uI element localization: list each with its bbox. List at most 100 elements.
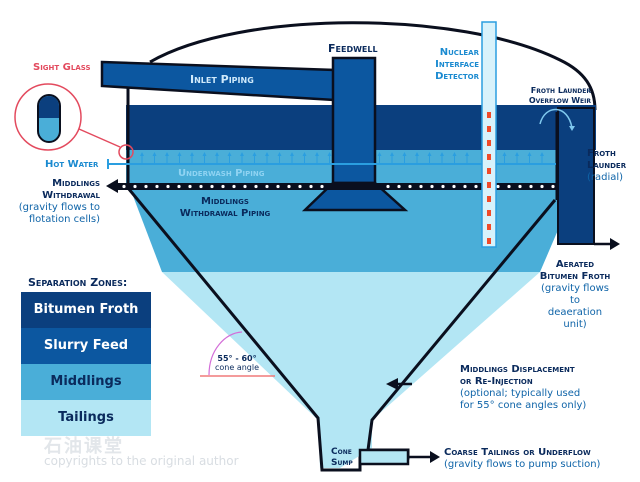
withdrawal-dot xyxy=(166,184,170,189)
detector-source-dot xyxy=(487,140,491,146)
underwash-arrowhead-icon xyxy=(415,152,419,156)
underwash-arrowhead-icon xyxy=(327,152,332,156)
zone-tailings xyxy=(162,272,540,468)
withdrawal-dot xyxy=(221,184,225,189)
detector-dots xyxy=(487,112,491,244)
underwash-arrowhead-icon xyxy=(402,152,407,156)
withdrawal-dots xyxy=(122,184,555,189)
underwash-arrowhead-icon xyxy=(527,152,532,156)
cone-angle-line-1: 55° - 60° xyxy=(217,354,257,363)
withdrawal-dot xyxy=(441,184,445,189)
withdrawal-dot xyxy=(386,184,390,189)
feedwell-label: Feedwell xyxy=(328,42,378,55)
coarse-tailings-label: Coarse Tailings or Underflow (gravity fl… xyxy=(444,447,600,471)
detector-source-dot xyxy=(487,210,491,216)
middlings-withdrawal-arrow-icon xyxy=(106,179,118,193)
withdrawal-dot xyxy=(122,184,126,189)
cone-angle-label: 55° - 60° cone angle xyxy=(212,354,262,372)
withdrawal-dot xyxy=(276,184,280,189)
nid-line-1: Nuclear xyxy=(439,47,479,58)
withdrawal-dot xyxy=(408,184,412,189)
underwash-arrowhead-icon xyxy=(540,152,544,156)
detector-source-dot xyxy=(487,126,491,132)
abf-line-2: Bitumen Froth xyxy=(539,271,611,282)
withdrawal-dot xyxy=(507,184,511,189)
legend-zone-middlings: Middlings xyxy=(21,364,151,400)
underwash-arrowhead-icon xyxy=(440,152,444,156)
sight-glass-label: Sight Glass xyxy=(33,62,91,73)
legend-zone-slurry-feed: Slurry Feed xyxy=(21,328,151,364)
mw-line-2: Withdrawal xyxy=(42,190,100,201)
abf-sub-2: deaeration unit) xyxy=(547,307,603,330)
mwp-line-2: Withdrawal Piping xyxy=(179,208,271,219)
abf-line-1: Aerated xyxy=(555,259,595,270)
froth-launder-weir-label: Froth Launder Overflow Weir xyxy=(513,86,591,106)
withdrawal-dot xyxy=(210,184,214,189)
withdrawal-dot xyxy=(144,184,148,189)
cone-sump-label: Cone Sump xyxy=(331,447,353,469)
withdrawal-dot xyxy=(177,184,181,189)
withdrawal-dot xyxy=(287,184,291,189)
underwash-arrowhead-icon xyxy=(302,152,307,156)
withdrawal-dot xyxy=(320,184,324,189)
withdrawal-dot xyxy=(474,184,478,189)
md-sub-1: (optional; typically used xyxy=(460,388,581,399)
md-line-1: Middlings Displacement xyxy=(460,364,575,375)
underwash-arrowhead-icon xyxy=(452,152,457,156)
underwash-piping-label: Underwash Piping xyxy=(178,168,265,179)
underflow-pipe xyxy=(358,448,410,466)
detector-source-dot xyxy=(487,168,491,174)
inlet-piping-label: Inlet Piping xyxy=(190,73,254,86)
withdrawal-dot xyxy=(155,184,159,189)
watermark-chinese: 石油课堂 xyxy=(44,436,124,457)
underwash-arrowhead-icon xyxy=(465,152,469,156)
middlings-displacement-label: Middlings Displacement or Re-Injection (… xyxy=(460,364,586,412)
froth-launder-label: Froth Launder (radial) xyxy=(587,148,626,184)
mw-sub-1: (gravity flows to xyxy=(18,202,100,213)
nuclear-interface-detector xyxy=(481,21,497,248)
underwash-arrowhead-icon xyxy=(502,152,507,156)
nid-line-3: Detector xyxy=(435,71,479,82)
zone-middlings-cone xyxy=(130,188,576,272)
detector-source-dot xyxy=(487,196,491,202)
withdrawal-dot xyxy=(419,184,423,189)
withdrawal-dot xyxy=(452,184,456,189)
overflow-arrow-icon xyxy=(539,108,573,129)
middlings-withdrawal-piping-label: Middlings Withdrawal Piping xyxy=(170,196,280,220)
withdrawal-dot xyxy=(254,184,258,189)
ct-line-1: Coarse Tailings or Underflow xyxy=(444,447,591,458)
withdrawal-dot xyxy=(529,184,533,189)
withdrawal-dot xyxy=(298,184,302,189)
launder-line-1: Froth xyxy=(587,148,616,159)
detector-source-dot xyxy=(487,238,491,244)
underwash-arrowhead-icon xyxy=(140,152,144,156)
launder-line-2: Launder xyxy=(587,160,627,171)
withdrawal-dot xyxy=(243,184,247,189)
watermark: 石油课堂 copyrights to the original author xyxy=(44,436,239,469)
underwash-arrowhead-icon xyxy=(390,152,394,156)
withdrawal-dot xyxy=(188,184,192,189)
displacement-arrow-icon xyxy=(386,378,398,390)
sight-glass-location xyxy=(118,144,134,160)
underwash-arrowhead-icon xyxy=(215,152,219,156)
aerated-froth-arrow-icon xyxy=(610,238,620,250)
cone-angle-line-2: cone angle xyxy=(214,363,260,372)
detector-source-dot xyxy=(487,112,491,118)
watermark-text: copyrights to the original author xyxy=(44,454,239,468)
hot-water-label: Hot Water xyxy=(45,159,99,170)
withdrawal-dot xyxy=(540,184,544,189)
mw-sub-2: flotation cells) xyxy=(28,214,100,225)
aerated-bitumen-froth-label: Aerated Bitumen Froth (gravity flows to … xyxy=(535,259,615,331)
weir-line-1: Froth Launder xyxy=(530,86,591,95)
withdrawal-dot xyxy=(397,184,401,189)
legend-zone-tailings: Tailings xyxy=(21,400,151,436)
cs-line-1: Cone xyxy=(331,447,352,457)
withdrawal-dot xyxy=(133,184,137,189)
separation-zones-legend: Bitumen Froth Slurry Feed Middlings Tail… xyxy=(21,292,151,436)
weir-line-2: Overflow Weir xyxy=(528,96,591,105)
withdrawal-dot xyxy=(199,184,203,189)
underwash-arrowhead-icon xyxy=(315,152,319,156)
sight-glass-leader xyxy=(78,128,121,148)
withdrawal-dot xyxy=(232,184,236,189)
vessel-dome xyxy=(149,21,597,111)
